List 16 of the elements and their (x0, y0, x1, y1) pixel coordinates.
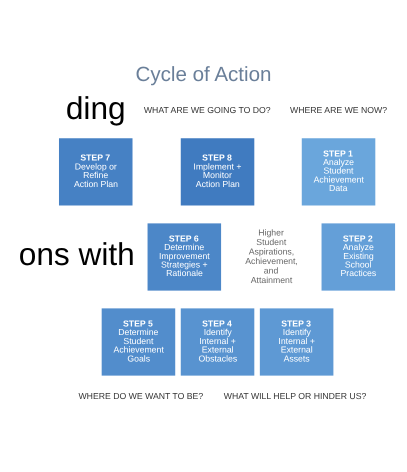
label: WHERE ARE WE NOW? (290, 105, 388, 116)
node-box: STEP 8 Implement + Monitor Action Plan (180, 137, 256, 206)
node-box: STEP 6 Determine Improvement Strategies + Rationale (146, 222, 222, 292)
label: WHAT ARE WE GOING TO DO? (144, 105, 271, 116)
node-box: STEP 4 Identify Internal + External Obstacles (180, 308, 256, 376)
node-text: Higher Student Aspirations, Achievement, and Attainment (245, 227, 298, 285)
label: ding (66, 90, 126, 126)
node-box: STEP 5 Determine Student Achievement Goals (100, 308, 176, 376)
node-box: STEP 1 Analyze Student Achievement Data (300, 137, 376, 206)
diagram-title: Cycle of Action (136, 62, 272, 86)
node-box: STEP 3 Identify Internal + External Assets (259, 308, 334, 376)
label: WHAT WILL HELP OR HINDER US? (224, 390, 366, 401)
label: ons with (18, 236, 135, 272)
node-box: STEP 2 Analyze Existing School Practices (320, 222, 396, 292)
label: WHERE DO WE WANT TO BE? (78, 390, 204, 401)
node-box: STEP 7 Develop or Refine Action Plan (58, 137, 134, 206)
